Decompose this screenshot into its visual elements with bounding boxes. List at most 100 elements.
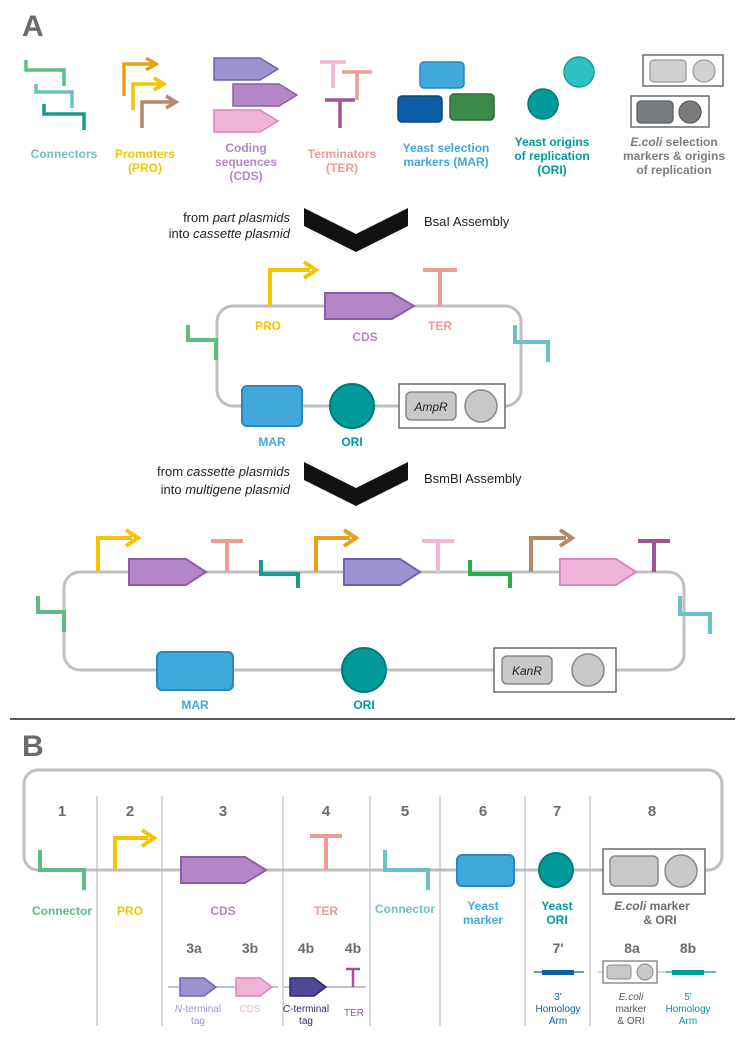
subpart-3a-number: 3a [186, 940, 202, 956]
subpart-3a-label-2: tag [191, 1016, 205, 1027]
multigene-connector-2-icon [468, 560, 512, 588]
legend-origins-label-2: of replication [514, 149, 589, 163]
multigene-promoter-1-icon [96, 528, 142, 572]
multigene-mar-label: MAR [181, 698, 209, 712]
slot-7-number: 7 [553, 803, 561, 820]
slot-4-terminator-icon [310, 834, 342, 870]
subpart-8b-number: 8b [680, 940, 696, 956]
assembly-chevron-1 [304, 208, 408, 252]
step1-text-line2: into cassette plasmid [169, 226, 291, 241]
legend-terminators-label-2: (TER) [326, 161, 358, 175]
slot-1-number: 1 [58, 803, 66, 820]
subpart-3b-icon [235, 977, 274, 997]
legend-promoters-label: Promoters [115, 147, 175, 161]
slot-5-number: 5 [401, 803, 409, 820]
subpart-3b-number: 3b [242, 940, 258, 956]
step2-text-line2: into multigene plasmid [161, 482, 291, 497]
slot-8-ecoli-ori-icon [664, 854, 698, 888]
subpart-7p-label-3: Arm [549, 1016, 567, 1027]
slot-dividers [96, 796, 591, 1026]
multigene-ori-icon [341, 647, 387, 693]
multigene-kanr-label: KanR [512, 664, 542, 678]
subpart-4b-ter-number: 4b [345, 940, 361, 956]
cassette-ter-label: TER [428, 319, 452, 333]
step2-method: BsmBI Assembly [424, 471, 522, 486]
multigene-promoter-2-icon [314, 528, 360, 572]
slot-4-number: 4 [322, 803, 331, 820]
legend-cds-label-3: (CDS) [229, 169, 262, 183]
legend-markers-label-2: markers (MAR) [403, 155, 488, 169]
panel-a-letter: A [22, 10, 44, 43]
slot-3-cds-icon [180, 856, 268, 884]
multigene-cds-1-icon [128, 558, 208, 586]
subpart-3a-icon [179, 977, 218, 997]
multigene-ecoli-ori-icon [571, 653, 605, 687]
slot-8-label-2: & ORI [643, 913, 676, 927]
step1-text-line1: from part plasmids [183, 210, 290, 225]
slot-5-label: Connector [375, 902, 435, 916]
subpart-8a-label-3: & ORI [617, 1016, 644, 1027]
slot-7-label: Yeast [541, 899, 572, 913]
legend-connectors-label: Connectors [31, 147, 98, 161]
legend-origins-label: Yeast origins [515, 135, 590, 149]
subpart-7p-label: 3' [554, 992, 562, 1003]
slot-6-label-2: marker [463, 913, 503, 927]
cassette-marker-icon [241, 385, 303, 427]
slot-6-label: Yeast [467, 899, 498, 913]
subpart-8a-marker [606, 964, 632, 980]
legend-cds-icon [213, 57, 299, 133]
multigene-cds-2-icon [343, 558, 422, 586]
multigene-terminator-1-icon [211, 539, 243, 572]
subpart-8b-label: 5' [684, 992, 692, 1003]
subpart-4b-tag-number: 4b [298, 940, 314, 956]
slot-6-number: 6 [479, 803, 487, 820]
cassette-connector-right-icon [513, 325, 550, 362]
slot-6-marker-icon [456, 854, 515, 887]
multigene-terminator-3-icon [638, 539, 670, 572]
panel-b-backbone [22, 768, 724, 872]
legend-markers-label: Yeast selection [403, 141, 490, 155]
legend-terminators-label: Terminators [308, 147, 377, 161]
cassette-mar-label: MAR [258, 435, 286, 449]
multigene-cds-3-icon [559, 558, 638, 586]
slot-5-connector-icon [383, 850, 430, 890]
legend-cds-label: Coding [225, 141, 266, 155]
legend-ecoli-label: E.coli selection [630, 135, 717, 149]
subpart-3b-label: CDS [239, 1004, 260, 1015]
cassette-ecoli-ori-icon [464, 389, 498, 423]
subpart-8a-label-2: marker [615, 1004, 647, 1015]
cassette-cds-label: CDS [352, 330, 377, 344]
multigene-ori-label: ORI [353, 698, 374, 712]
subpart-4b-tag-label: C-terminal [283, 1004, 329, 1015]
cassette-pro-label: PRO [255, 319, 281, 333]
subpart-4b-tag-icon [289, 977, 328, 997]
step2-text-line1: from cassette plasmids [157, 464, 290, 479]
multigene-kanr-marker [501, 655, 553, 685]
legend-origins-label-3: (ORI) [537, 163, 566, 177]
legend-origins-icon [527, 56, 595, 120]
multigene-connector-right-icon [678, 596, 712, 634]
legend-promoters-icon [122, 56, 180, 128]
legend-markers-icon [397, 61, 495, 123]
slot-8-label: E.coli marker [614, 899, 690, 913]
multigene-marker-icon [156, 651, 234, 691]
panel-b-letter: B [22, 730, 44, 763]
legend-ecoli-label-3: of replication [636, 163, 711, 177]
subpart-4b-tag-label-2: tag [299, 1016, 313, 1027]
slot-4-label: TER [314, 904, 338, 918]
legend-ecoli-label-2: markers & origins [623, 149, 725, 163]
slot-3-number: 3 [219, 803, 227, 820]
slot-7-ori-icon [538, 852, 574, 888]
cassette-connector-left-icon [186, 325, 218, 360]
slot-2-promoter-icon [113, 828, 158, 870]
cassette-cds-icon [324, 292, 416, 320]
subpart-8b-label-3: Arm [679, 1016, 697, 1027]
multigene-connector-left-icon [36, 596, 66, 632]
slot-1-connector-icon [38, 850, 86, 890]
subpart-8b-icon [672, 970, 704, 975]
assembly-chevron-2 [304, 462, 408, 506]
legend-connectors-icon [24, 60, 86, 130]
slot-2-label: PRO [117, 904, 143, 918]
slot-1-label: Connector [32, 904, 92, 918]
cassette-ori-icon [329, 383, 375, 429]
